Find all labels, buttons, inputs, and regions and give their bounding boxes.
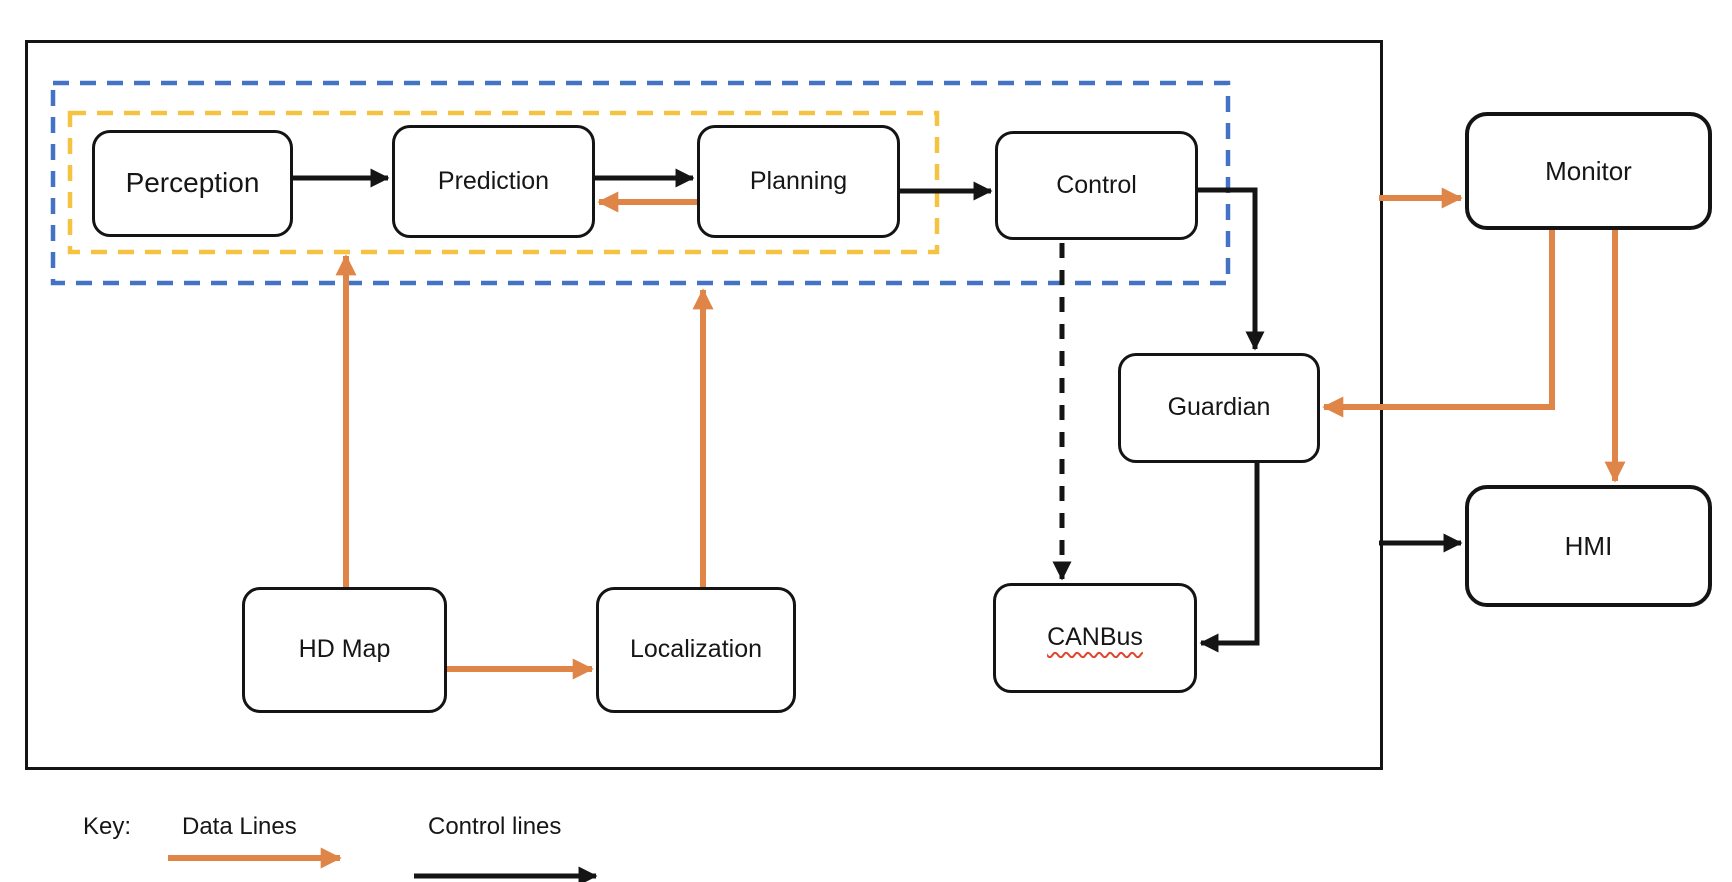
node-hmi-label: HMI <box>1564 530 1613 561</box>
node-hmi: HMI <box>1465 485 1712 607</box>
node-canbus-label: CANBus <box>1047 623 1143 652</box>
key-control-lines-label: Control lines <box>428 813 562 840</box>
node-monitor-label: Monitor <box>1545 155 1632 186</box>
key-label: Key: <box>83 813 132 840</box>
node-canbus: CANBus <box>993 583 1197 693</box>
node-prediction-label: Prediction <box>437 166 550 195</box>
node-perception: Perception <box>92 130 293 237</box>
node-localization-label: Localization <box>629 635 763 664</box>
node-control: Control <box>995 131 1198 240</box>
node-planning-label: Planning <box>749 166 848 195</box>
node-hd-map-label: HD Map <box>298 635 391 664</box>
node-localization: Localization <box>596 587 796 713</box>
node-prediction: Prediction <box>392 125 595 238</box>
key-data-lines-label: Data Lines <box>182 813 297 840</box>
node-guardian: Guardian <box>1118 353 1320 463</box>
node-perception-label: Perception <box>125 167 260 199</box>
node-planning: Planning <box>697 125 900 238</box>
node-hd-map: HD Map <box>242 587 447 713</box>
node-control-label: Control <box>1056 170 1137 199</box>
node-monitor: Monitor <box>1465 112 1712 230</box>
node-guardian-label: Guardian <box>1167 393 1271 422</box>
